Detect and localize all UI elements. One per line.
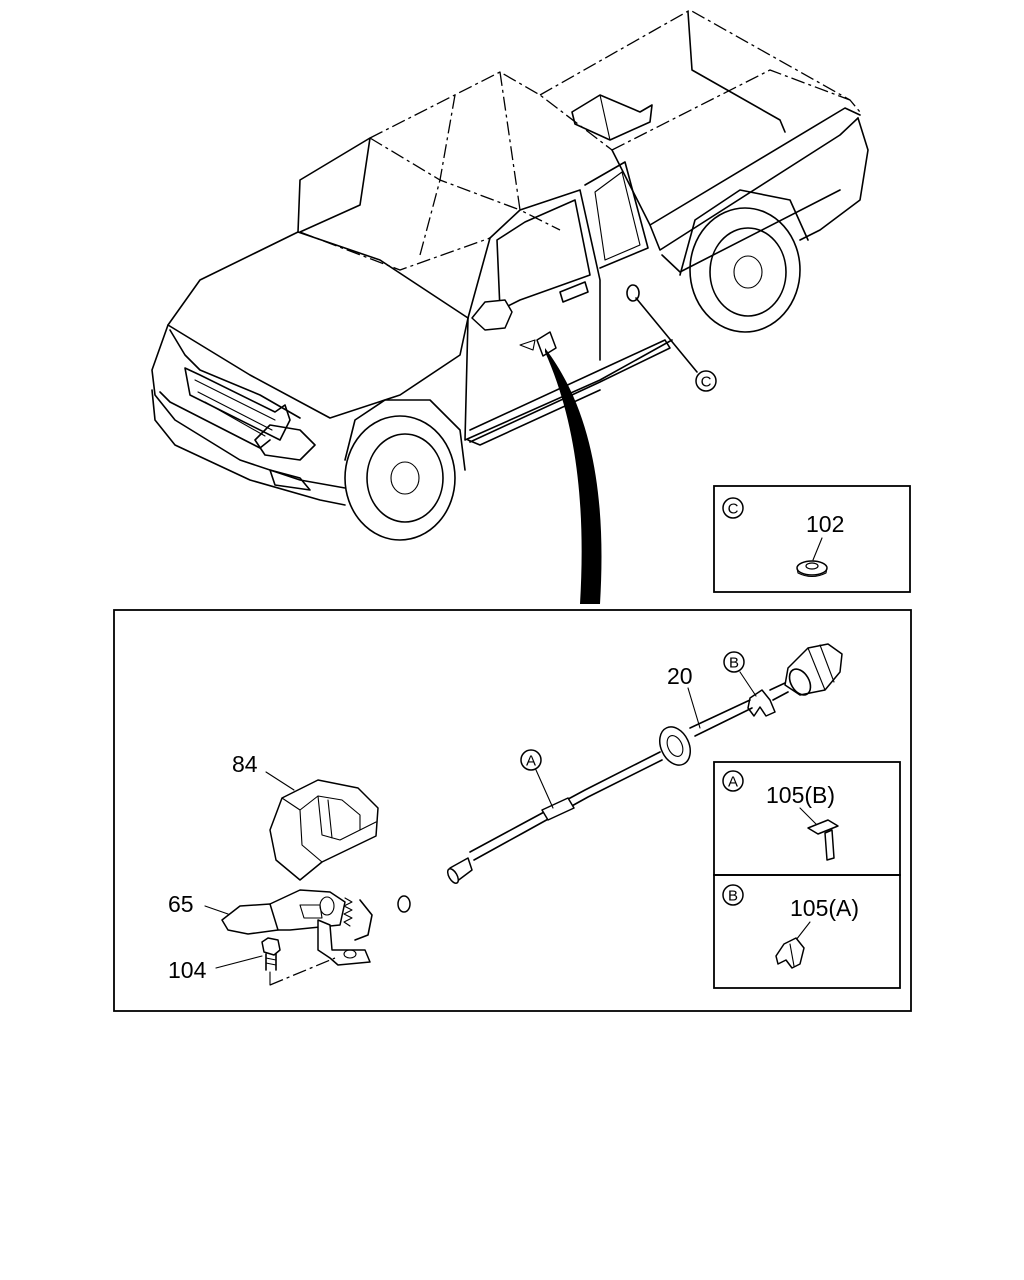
part-label-65: 65 bbox=[168, 891, 194, 917]
bracket-65 bbox=[221, 889, 373, 966]
grommet-102-icon bbox=[796, 560, 828, 578]
detail-box-main bbox=[113, 609, 912, 1012]
cable-assembly-20 bbox=[397, 643, 843, 913]
leader-20 bbox=[687, 687, 701, 729]
clip-105a-icon bbox=[775, 937, 805, 969]
callout-b-inset: B bbox=[722, 884, 744, 906]
part-label-105a: 105(A) bbox=[790, 895, 859, 921]
leader-b-main bbox=[739, 671, 757, 697]
leader-84 bbox=[265, 771, 295, 791]
pickup-truck-illustration bbox=[151, 9, 869, 541]
bolt-104 bbox=[261, 937, 336, 986]
callout-b-main: B bbox=[723, 651, 745, 673]
leader-104 bbox=[215, 955, 263, 969]
leader-a-main bbox=[535, 769, 554, 809]
part-label-20: 20 bbox=[667, 663, 693, 689]
part-label-104: 104 bbox=[168, 957, 207, 983]
svg-text:B: B bbox=[728, 888, 738, 905]
part-label-102: 102 bbox=[806, 511, 844, 537]
detail-pointer-arrow bbox=[545, 348, 602, 604]
leader-line-c bbox=[635, 297, 698, 373]
callout-c-inset: C bbox=[722, 497, 744, 519]
svg-text:C: C bbox=[701, 374, 712, 391]
part-label-105b: 105(B) bbox=[766, 782, 835, 808]
detail-box-c bbox=[713, 485, 911, 593]
leader-105a bbox=[795, 921, 811, 941]
svg-text:A: A bbox=[728, 774, 738, 791]
callout-a-main: A bbox=[520, 749, 542, 771]
svg-text:B: B bbox=[729, 655, 739, 672]
svg-text:A: A bbox=[526, 753, 536, 770]
cover-84 bbox=[269, 779, 379, 881]
callout-c-main: C bbox=[695, 370, 717, 392]
leader-102 bbox=[812, 537, 823, 561]
clip-105b-icon bbox=[807, 819, 839, 861]
leader-65 bbox=[204, 905, 229, 915]
detail-box-b bbox=[713, 874, 901, 989]
callout-a-inset: A bbox=[722, 770, 744, 792]
leader-105b bbox=[799, 807, 819, 827]
svg-text:C: C bbox=[728, 501, 739, 518]
part-label-84: 84 bbox=[232, 751, 258, 777]
